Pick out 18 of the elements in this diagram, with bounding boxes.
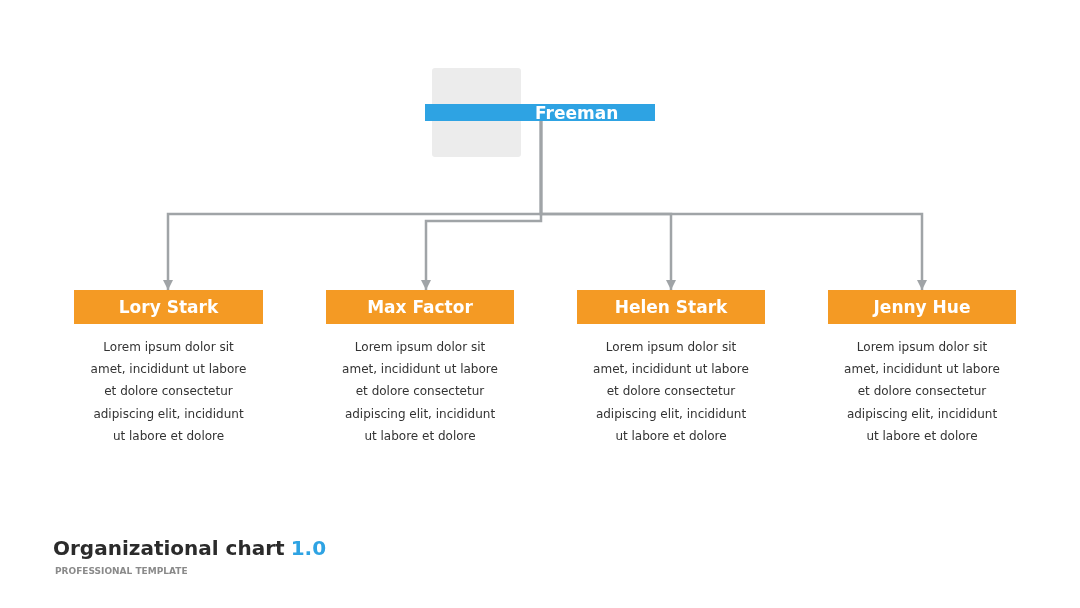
description-text: Lorem ipsum dolor sit amet, incididunt ut labore et dolore consectetur adipiscing elit, incididunt ut labore et dolore <box>89 339 248 445</box>
name-bar <box>326 290 514 324</box>
chart-title: Organizational chart <box>53 536 285 560</box>
name-bar <box>828 290 1016 324</box>
subtitle: PROFESSIONAL TEMPLATE <box>55 566 188 576</box>
description-text: Lorem ipsum dolor sit amet, incididunt ut labore et dolore consectetur adipiscing elit, incididunt ut labore et dolore <box>341 339 499 445</box>
connector-arrow <box>539 121 927 290</box>
description-text: Lorem ipsum dolor sit amet, incididunt ut labore et dolore consectetur adipiscing elit, incididunt ut labore et dolore <box>592 339 750 445</box>
name-bar <box>74 290 263 324</box>
person-name: Max Factor <box>367 297 473 317</box>
person-name: Freeman <box>535 102 619 123</box>
person-name: Lory Stark <box>118 297 219 317</box>
name-bar <box>577 290 765 324</box>
person-name: Jenny Hue <box>873 297 971 317</box>
description-text: Lorem ipsum dolor sit amet, incididunt ut labore et dolore consectetur adipiscing elit, incididunt ut labore et dolore <box>843 339 1001 445</box>
person-name: Helen Stark <box>614 297 728 317</box>
title-bar <box>425 104 655 121</box>
version-number: 1.0 <box>290 536 327 560</box>
